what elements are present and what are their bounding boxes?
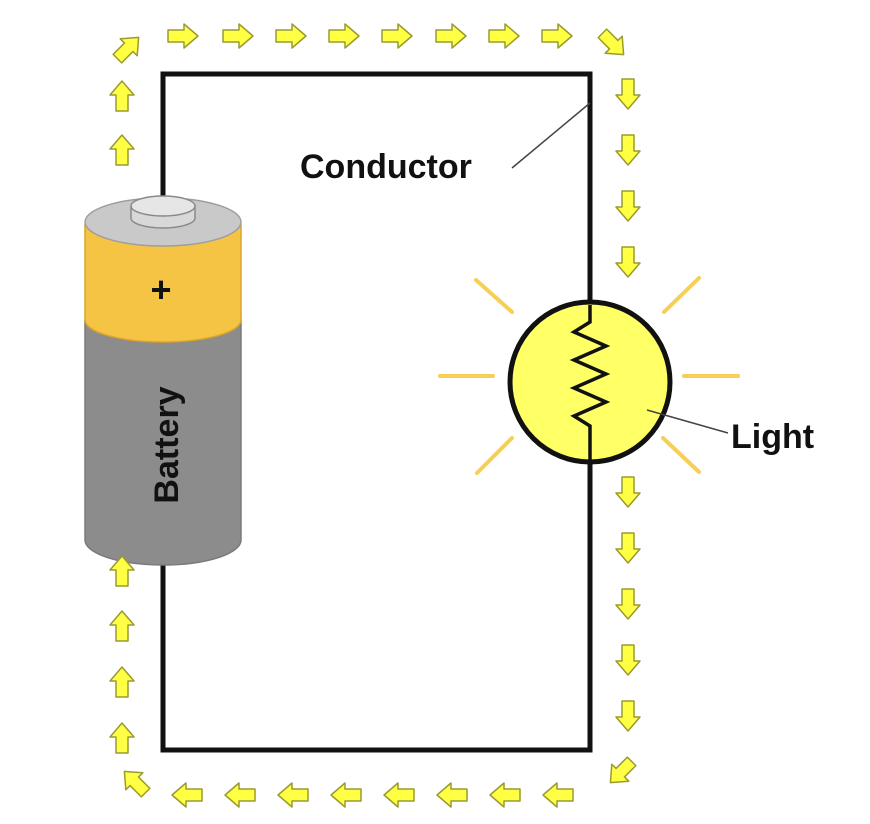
current-flow-arrow-icon <box>615 78 641 110</box>
current-flow-arrow-icon <box>615 246 641 278</box>
current-flow-arrow-icon <box>109 80 135 112</box>
current-flow-arrow-icon <box>541 23 573 49</box>
battery-label: Battery <box>148 386 186 503</box>
battery-icon: + Battery <box>84 195 242 566</box>
current-flow-arrow-icon <box>615 532 641 564</box>
current-flow-arrow-icon <box>109 722 135 754</box>
light-leader-line <box>646 409 729 434</box>
current-flow-arrow-icon <box>381 23 413 49</box>
current-flow-arrow-icon <box>277 782 309 808</box>
conductor-leader-line <box>511 102 591 169</box>
current-flow-arrow-icon <box>436 782 468 808</box>
current-flow-arrow-icon <box>167 23 199 49</box>
current-flow-arrow-icon <box>593 24 633 64</box>
current-flow-arrow-icon <box>330 782 362 808</box>
light-label: Light <box>731 418 814 456</box>
conductor-label: Conductor <box>300 148 472 186</box>
current-flow-arrow-icon <box>109 666 135 698</box>
light-rays <box>438 276 740 475</box>
current-flow-arrow-icon <box>615 588 641 620</box>
light-bulb-icon <box>507 299 673 465</box>
current-flow-arrow-icon <box>109 134 135 166</box>
current-flow-arrow-icon <box>489 782 521 808</box>
current-flow-arrow-icon <box>328 23 360 49</box>
current-flow-arrow-icon <box>171 782 203 808</box>
current-flow-arrow-icon <box>275 23 307 49</box>
current-flow-arrow-icon <box>615 644 641 676</box>
current-flow-arrow-icon <box>615 700 641 732</box>
current-flow-arrow-icon <box>615 190 641 222</box>
current-flow-arrow-icon <box>615 476 641 508</box>
current-flow-arrow-icon <box>601 752 641 792</box>
current-flow-arrow-icon <box>222 23 254 49</box>
filament <box>569 305 611 460</box>
current-flow-arrow-icon <box>109 610 135 642</box>
current-flow-arrow-icon <box>435 23 467 49</box>
current-flow-arrow-icon <box>115 762 155 802</box>
current-flow-arrow-icon <box>383 782 415 808</box>
current-flow-arrow-icon <box>615 134 641 166</box>
current-flow-arrow-icon <box>488 23 520 49</box>
current-flow-arrow-icon <box>108 28 148 68</box>
current-flow-arrow-icon <box>224 782 256 808</box>
current-flow-arrow-icon <box>542 782 574 808</box>
conductor-wire <box>160 71 593 753</box>
battery-polarity-label: + <box>150 269 171 310</box>
